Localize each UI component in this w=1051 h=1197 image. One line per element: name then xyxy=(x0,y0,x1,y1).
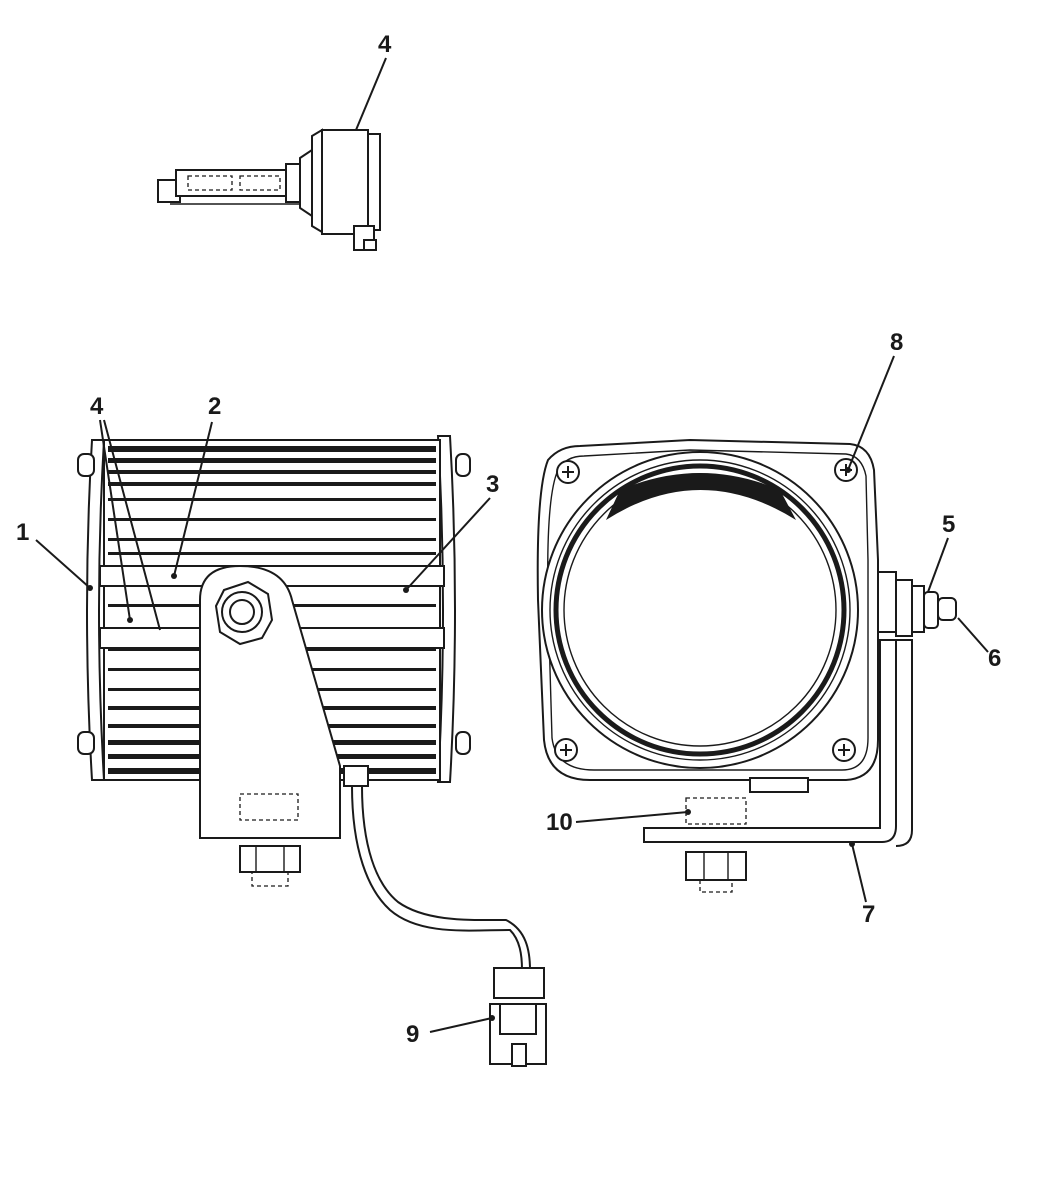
callout-connector: 9 xyxy=(406,1021,419,1048)
side-stud xyxy=(877,571,957,637)
corner-screws xyxy=(77,453,471,755)
connector-plug xyxy=(489,967,547,1067)
lamp-front-view xyxy=(536,438,957,893)
leader-lines xyxy=(35,57,989,1033)
callout-bezel-screw: 8 xyxy=(890,329,903,356)
callout-mount-nut: 10 xyxy=(546,809,573,836)
callout-mounting-bracket: 7 xyxy=(862,901,875,928)
callout-bulb-location: 4 xyxy=(90,393,104,420)
bulb-illustration xyxy=(157,128,381,251)
pivot-bolt xyxy=(214,580,274,646)
callout-nut: 5 xyxy=(942,511,955,538)
callout-bulb: 4 xyxy=(378,31,392,58)
callout-washer: 6 xyxy=(988,645,1001,672)
lamp-side-view xyxy=(77,435,547,1067)
callout-bracket: 2 xyxy=(208,393,221,420)
callout-housing: 3 xyxy=(486,471,499,498)
callout-labels: 4 1 4 2 3 8 5 6 7 10 9 xyxy=(16,31,1001,1048)
callout-lens: 1 xyxy=(16,519,29,546)
